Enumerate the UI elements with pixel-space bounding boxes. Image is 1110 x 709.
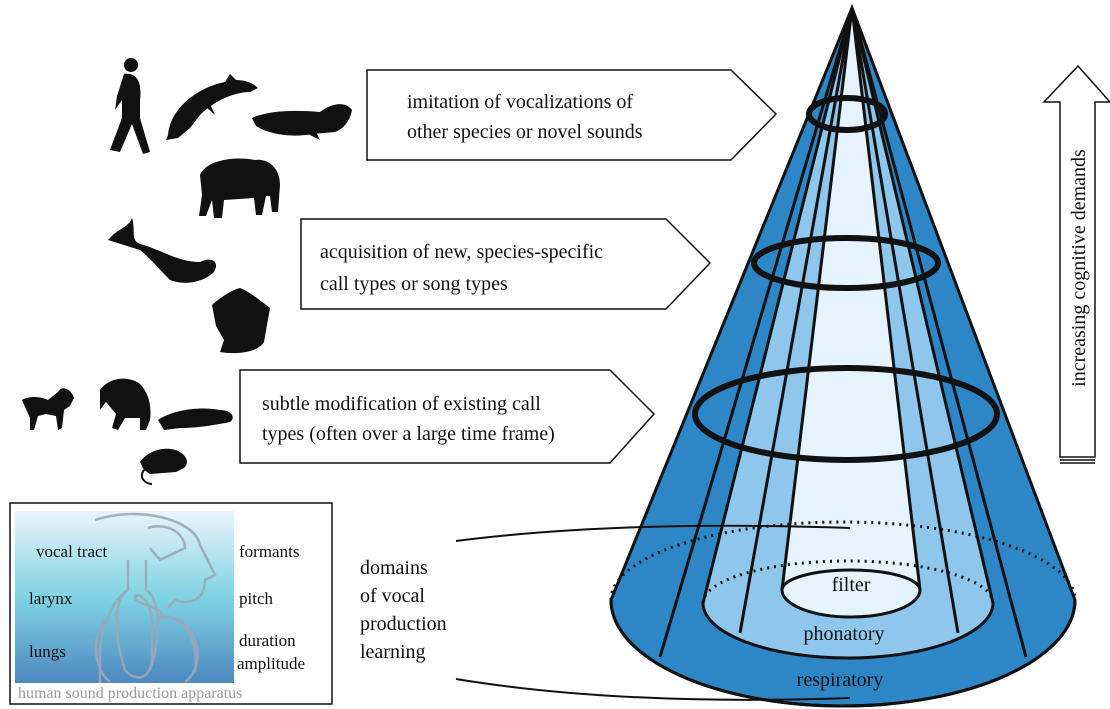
ring-acquisition bbox=[751, 235, 941, 291]
apparatus-label-formants: formants bbox=[239, 542, 299, 561]
cone-label-phonatory: phonatory bbox=[803, 623, 884, 645]
cone-label-filter: filter bbox=[832, 574, 871, 596]
monkey-icon bbox=[100, 378, 151, 430]
arrow-label: increasing cognitive demands bbox=[1068, 149, 1090, 387]
cone-label-respiratory: respiratory bbox=[797, 669, 884, 691]
mouse-icon bbox=[140, 448, 187, 485]
arrow-box-modification: subtle modification of existing call typ… bbox=[239, 369, 656, 464]
apparatus-anatomy-outline bbox=[94, 512, 217, 684]
apparatus-label-amplitude: amplitude bbox=[237, 654, 305, 673]
box-acquisition-line1: acquisition of new, species-specific bbox=[320, 241, 603, 263]
human-icon bbox=[110, 58, 150, 154]
cone-meridian-lines bbox=[658, 7, 1028, 658]
svg-text:domains: domains bbox=[360, 557, 428, 579]
whale-icon bbox=[108, 218, 217, 283]
filter-rim bbox=[780, 568, 922, 591]
apparatus-label-lungs: lungs bbox=[29, 642, 66, 661]
apparatus-label-duration: duration bbox=[239, 631, 296, 650]
cone-base-rim bbox=[609, 599, 1077, 708]
cone-filter-layer bbox=[780, 7, 922, 619]
domains-bracket-lines bbox=[455, 524, 851, 701]
ring-imitation bbox=[806, 95, 888, 133]
mole-rat-icon bbox=[158, 408, 233, 430]
arrow-box-imitation: imitation of vocalizations of other spec… bbox=[366, 69, 778, 161]
box-modification-line2: types (often over a large time frame) bbox=[262, 423, 555, 445]
seal-icon bbox=[252, 104, 352, 140]
domains-label: domains of vocal production learning bbox=[360, 557, 447, 663]
box-imitation-line2: other species or novel sounds bbox=[407, 121, 643, 143]
svg-text:production: production bbox=[360, 613, 447, 635]
apparatus-label-larynx: larynx bbox=[29, 589, 73, 608]
sound-apparatus-panel: vocal tract larynx lungs formants pitch … bbox=[9, 502, 333, 705]
elephant-icon bbox=[199, 158, 280, 218]
cone-base-back-rim bbox=[609, 520, 1077, 601]
increasing-demands-arrow: increasing cognitive demands bbox=[1042, 64, 1110, 464]
svg-text:learning: learning bbox=[360, 641, 426, 663]
ring-modification bbox=[692, 365, 1000, 463]
box-imitation-line1: imitation of vocalizations of bbox=[407, 91, 633, 113]
svg-text:of vocal: of vocal bbox=[360, 585, 425, 607]
box-modification-line1: subtle modification of existing call bbox=[262, 393, 541, 415]
animal-silhouettes bbox=[22, 58, 352, 485]
goat-icon bbox=[22, 388, 74, 430]
bat-icon bbox=[212, 288, 270, 354]
vocal-learning-cone: filter phonatory respiratory bbox=[609, 3, 1077, 708]
box-acquisition-line2: call types or song types bbox=[320, 273, 508, 295]
apparatus-caption: human sound production apparatus bbox=[18, 685, 242, 702]
arrow-box-acquisition: acquisition of new, species-specific cal… bbox=[300, 218, 712, 310]
dolphin-icon bbox=[166, 74, 258, 140]
apparatus-label-vocal-tract: vocal tract bbox=[36, 542, 108, 561]
apparatus-label-pitch: pitch bbox=[239, 589, 273, 608]
